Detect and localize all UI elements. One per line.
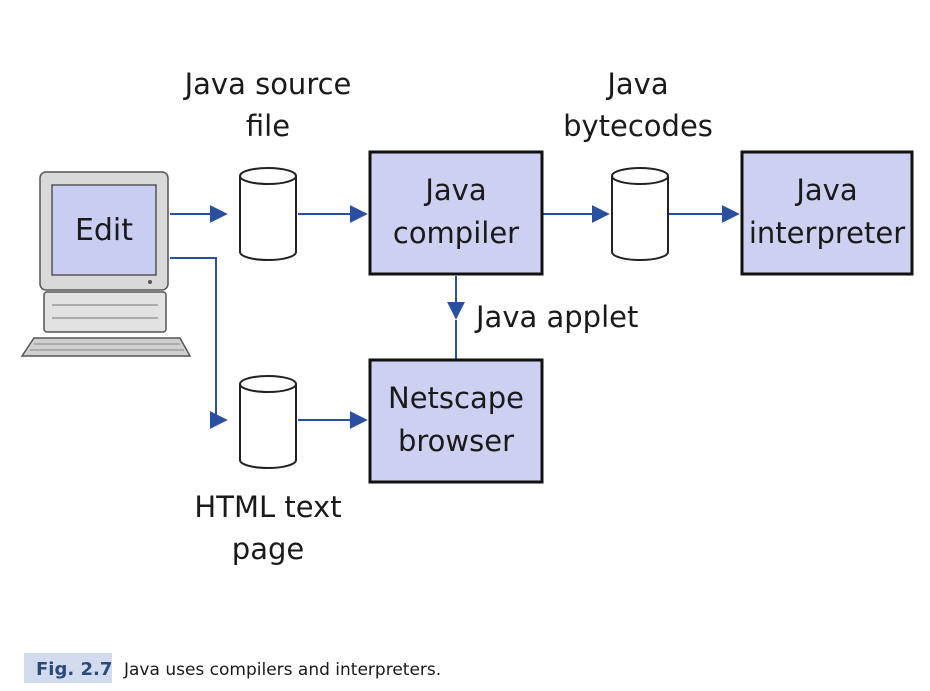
connectors — [170, 205, 740, 429]
interpreter-label-line1: Java — [794, 173, 857, 207]
interpreter-label-line2: interpreter — [749, 216, 905, 250]
caption-tag: Fig. 2.7 — [36, 659, 112, 680]
java-applet-label: Java applet — [474, 300, 638, 334]
html-text-label-line1: HTML text — [194, 490, 341, 524]
compiler-label-line2: compiler — [393, 216, 519, 250]
compiler-label-line1: Java — [423, 173, 486, 207]
browser-box — [368, 358, 544, 484]
java-source-label-line1: Java source — [183, 67, 352, 101]
caption-text: Java uses compilers and interpreters. — [123, 660, 441, 680]
arrow-edit-to-html — [170, 257, 228, 429]
source-file-cylinder — [239, 167, 297, 261]
interpreter-box — [740, 150, 914, 276]
bytecodes-cylinder — [611, 167, 669, 261]
html-text-label-line2: page — [232, 532, 304, 566]
compiler-box — [368, 150, 544, 276]
computer-icon — [20, 171, 192, 357]
edit-label: Edit — [75, 213, 133, 248]
caption-tag-bg — [24, 653, 112, 683]
java-bytecodes-label-line1: Java — [605, 67, 668, 101]
java-bytecodes-label-line2: bytecodes — [563, 109, 713, 143]
browser-label-line1: Netscape — [388, 381, 524, 415]
figure-caption: Fig. 2.7 Java uses compilers and interpr… — [24, 653, 441, 683]
html-page-cylinder — [239, 375, 297, 469]
browser-label-line2: browser — [398, 424, 514, 458]
java-source-label-line2: file — [246, 109, 290, 143]
